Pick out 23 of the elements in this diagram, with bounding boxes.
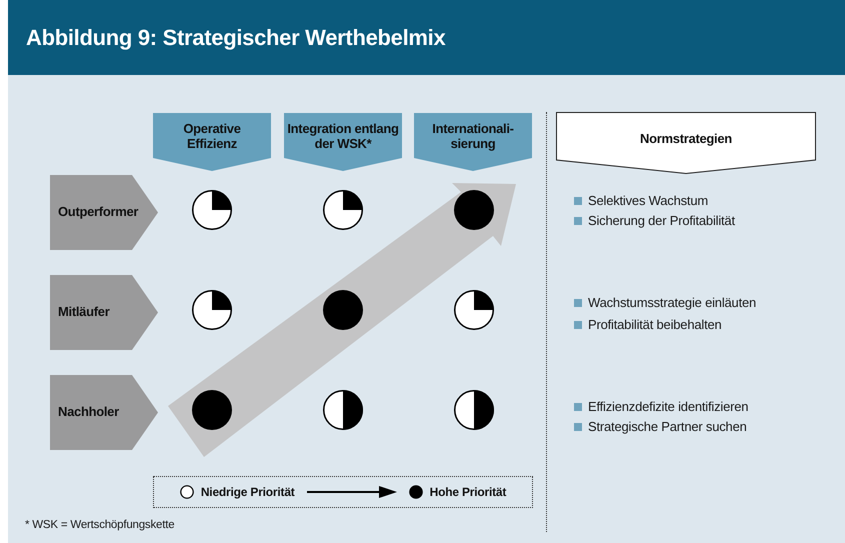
header-label: Mitläufer: [58, 304, 111, 320]
bullet-text: Sicherung der Profitabilität: [588, 213, 735, 228]
header-label: Integration entlang der WSK*: [286, 122, 400, 152]
legend-label: Niedrige Priorität: [200, 485, 295, 499]
bullet-text: Effizienzdefizite identifizieren: [588, 399, 748, 414]
bullet-text: Profitabilität beibehalten: [588, 317, 722, 332]
header-label: Normstrategien: [639, 132, 733, 147]
title: Abbildung 9: Strategischer Werthebelmix: [26, 24, 446, 50]
header-label: Internationali- sierung: [431, 122, 515, 152]
column-header: [284, 113, 402, 171]
bullet-text: Strategische Partner suchen: [588, 419, 747, 434]
legend-label: Hohe Priorität: [430, 485, 506, 499]
bullet-text: Selektives Wachstum: [588, 193, 708, 208]
footnote: * WSK = Wertschöpfungskette: [25, 519, 174, 531]
bullet-text: Wachstumsstrategie einläuten: [588, 295, 756, 310]
column-header: [414, 113, 532, 171]
column-header: [153, 113, 271, 171]
header-label: Outperformer: [58, 204, 140, 220]
row-header: [50, 275, 158, 350]
row-header: [50, 375, 158, 450]
row-header: [50, 175, 158, 250]
header-label: Nachholer: [58, 404, 120, 420]
header-label: Operative Effizienz: [182, 122, 242, 152]
